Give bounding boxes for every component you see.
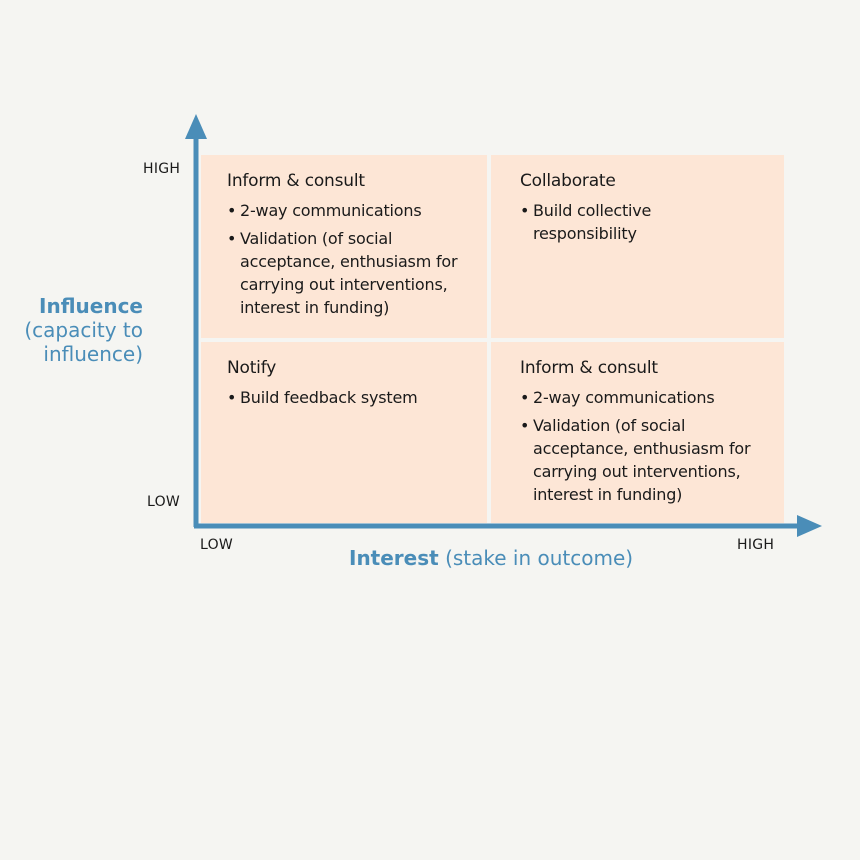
bullet-item: Validation (of social acceptance, enthus… bbox=[520, 414, 774, 506]
quadrant-title: Notify bbox=[227, 358, 277, 378]
quadrant-title: Inform & consult bbox=[520, 358, 658, 378]
x-axis-high-label: HIGH bbox=[737, 537, 775, 553]
quadrant-top-right: Collaborate Build collective responsibil… bbox=[491, 155, 784, 338]
bullet-list: Build feedback system bbox=[227, 386, 477, 409]
x-axis-title-main: Interest bbox=[349, 546, 439, 570]
quadrant-bottom-right: Inform & consult 2-way communications Va… bbox=[491, 342, 784, 523]
x-axis-low-label: LOW bbox=[200, 537, 234, 553]
bullet-list: Build collective responsibility bbox=[520, 199, 774, 245]
bullet-item: 2-way communications bbox=[227, 199, 477, 222]
quadrant-title: Inform & consult bbox=[227, 171, 365, 191]
bullet-list: 2-way communications Validation (of soci… bbox=[520, 386, 774, 506]
y-axis-title: Influence (capacity to influence) bbox=[24, 294, 143, 366]
y-axis-arrow-icon bbox=[185, 114, 207, 139]
bullet-item: 2-way communications bbox=[520, 386, 774, 409]
y-axis-low-label: LOW bbox=[147, 494, 181, 510]
quadrant-bottom-left: Notify Build feedback system bbox=[201, 342, 487, 523]
x-axis-title: Interest (stake in outcome) bbox=[349, 546, 633, 570]
quadrant-top-left: Inform & consult 2-way communications Va… bbox=[201, 155, 487, 338]
y-axis-subtitle-line1: (capacity to bbox=[24, 318, 143, 342]
bullet-list: 2-way communications Validation (of soci… bbox=[227, 199, 477, 319]
y-axis-subtitle-line2: influence) bbox=[43, 342, 143, 366]
y-axis-high-label: HIGH bbox=[143, 161, 181, 177]
quadrant-title: Collaborate bbox=[520, 171, 616, 191]
bullet-item: Build feedback system bbox=[227, 386, 477, 409]
x-axis-arrow-icon bbox=[797, 515, 822, 537]
bullet-item: Validation (of social acceptance, enthus… bbox=[227, 227, 477, 319]
bullet-item: Build collective responsibility bbox=[520, 199, 673, 245]
x-axis-subtitle: (stake in outcome) bbox=[445, 546, 634, 570]
y-axis-title-main: Influence bbox=[39, 294, 143, 318]
